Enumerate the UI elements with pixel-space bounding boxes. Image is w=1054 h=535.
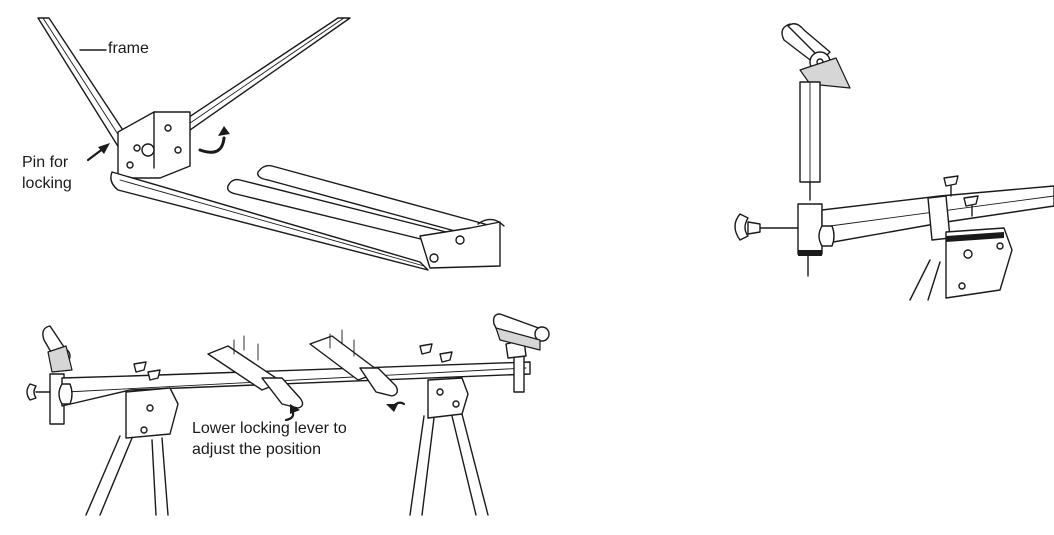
lever-label-line2: adjust the position (192, 441, 321, 458)
pin-label-line2: locking (22, 175, 72, 192)
frame-label: frame (108, 40, 149, 57)
lever-label-line1: Lower locking lever to (192, 420, 347, 437)
folding-frame-illustration (37, 17, 505, 271)
pin-label-line1: Pin for (22, 154, 69, 171)
roller-support-illustration (734, 23, 1054, 301)
full-stand-illustration (26, 313, 550, 516)
